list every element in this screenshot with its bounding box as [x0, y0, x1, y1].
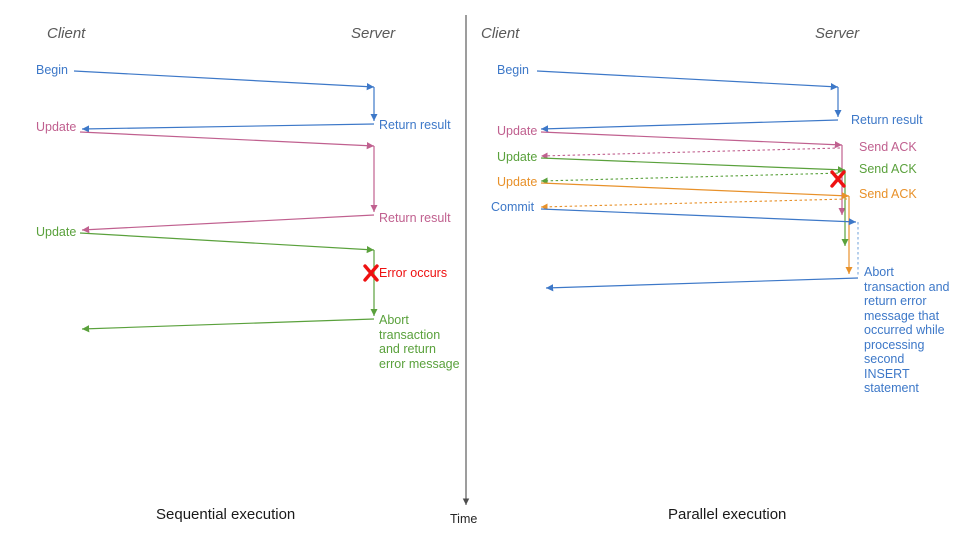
right-panel-caption: Parallel execution	[668, 506, 787, 523]
left-client-msg-update-1: Update	[36, 120, 77, 134]
error-x-icon	[363, 264, 379, 282]
right-flow-begin	[536, 70, 842, 133]
right-client-msg-commit: Commit	[491, 200, 535, 214]
arrow-update1-request	[79, 131, 375, 150]
arrow-begin-request	[73, 70, 375, 91]
right-client-actor-label: Client	[481, 25, 520, 42]
left-client-actor-label: Client	[47, 25, 86, 42]
arrow-abort-green	[81, 318, 375, 333]
right-server-actor-label: Server	[815, 25, 860, 42]
right-client-msg-update-2: Update	[497, 150, 538, 164]
right-server-msg-ack-2: Send ACK	[859, 162, 917, 176]
arrow-return-result-blue	[81, 123, 375, 133]
arrow-commit-request	[540, 208, 857, 226]
left-client-msg-begin: Begin	[36, 63, 68, 77]
arrow-ack-green	[540, 172, 844, 185]
arrow-update1-request-r	[540, 131, 843, 149]
right-server-msg-ack-3: Send ACK	[859, 187, 917, 201]
arrow-update3-request-r	[540, 182, 850, 200]
left-client-msg-update-2: Update	[36, 225, 77, 239]
right-flow-update-2	[540, 157, 849, 246]
left-server-actor-label: Server	[351, 25, 396, 42]
error-x-icon	[830, 170, 846, 188]
left-server-msg-return-1: Return result	[379, 118, 451, 132]
arrow-ack-orange	[540, 198, 848, 211]
right-flow-update-3	[540, 182, 853, 274]
right-client-msg-begin: Begin	[497, 63, 529, 77]
arrow-return-result-pink	[81, 214, 375, 234]
left-flow-update-2	[79, 232, 378, 333]
right-server-msg-return-result: Return result	[851, 113, 923, 127]
arrow-abort-blue-r	[545, 277, 859, 292]
arrow-update2-request	[79, 232, 375, 254]
arrow-return-result-blue-r	[540, 119, 839, 133]
right-flow-commit	[540, 208, 859, 292]
error-marker-right	[830, 170, 846, 188]
arrow-ack-pink	[540, 147, 841, 160]
right-server-abort-block: Abort transaction and return error messa…	[864, 265, 950, 395]
left-server-msg-error: Error occurs	[379, 266, 448, 280]
left-server-abort-block: Abort transaction and return error messa…	[379, 313, 460, 371]
left-panel-caption: Sequential execution	[156, 506, 296, 523]
time-axis-label: Time	[450, 512, 478, 526]
error-marker-left	[363, 264, 379, 282]
left-flow-begin	[73, 70, 378, 133]
right-client-msg-update-3: Update	[497, 175, 538, 189]
right-server-msg-ack-1: Send ACK	[859, 140, 917, 154]
right-client-msg-update-1: Update	[497, 124, 538, 138]
right-flow-update-1	[540, 131, 846, 215]
left-flow-update-1	[79, 131, 378, 234]
arrow-begin-request-r	[536, 70, 839, 91]
left-server-msg-return-2: Return result	[379, 211, 451, 225]
arrow-update2-request-r	[540, 157, 846, 174]
